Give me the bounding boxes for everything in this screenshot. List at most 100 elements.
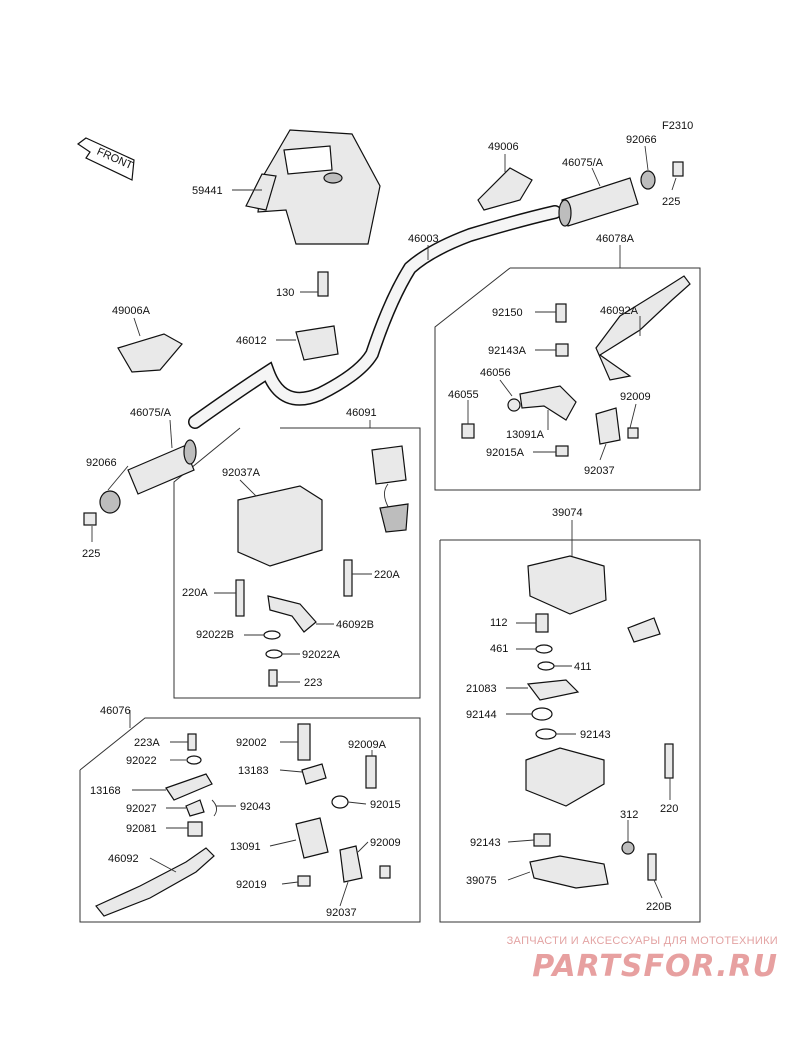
screw-223a [187, 733, 197, 751]
label-225-right: 225 [662, 196, 680, 208]
label-46091: 46091 [346, 407, 377, 419]
label-46075a-right: 46075/A [562, 157, 604, 169]
throttle-cover-39074 [527, 555, 607, 615]
label-46056: 46056 [480, 367, 511, 379]
label-92066-right: 92066 [626, 134, 657, 146]
label-59441: 59441 [192, 185, 223, 197]
label-130: 130 [276, 287, 294, 299]
washer-46055 [507, 398, 521, 412]
lever-bracket-46056 [519, 385, 577, 421]
bolt-92009-lower [379, 865, 391, 879]
spring-92043 [211, 799, 217, 817]
label-46092b: 46092B [336, 619, 374, 631]
watermark-logo: PARTSFOR.RU [532, 949, 778, 984]
label-92019: 92019 [236, 879, 267, 891]
leader-lines [91, 145, 677, 907]
label-13168: 13168 [90, 785, 121, 797]
label-39074: 39074 [552, 507, 583, 519]
label-46003: 46003 [408, 233, 439, 245]
label-223: 223 [304, 677, 322, 689]
label-92022a: 92022A [302, 649, 341, 661]
bar-end-92066-left [99, 490, 121, 514]
label-49006: 49006 [488, 141, 519, 153]
screw-220a-left [235, 579, 245, 617]
label-46092: 46092 [108, 853, 139, 865]
label-92015: 92015 [370, 799, 401, 811]
bolt-225-right [672, 161, 684, 177]
label-92066-left: 92066 [86, 457, 117, 469]
holder-92037-lower [339, 845, 363, 883]
label-411: 411 [574, 661, 592, 673]
clamp-13091 [295, 817, 329, 859]
bracket-13183 [301, 763, 327, 785]
label-46075a-left: 46075/A [130, 407, 172, 419]
label-220a-right: 220A [374, 569, 400, 581]
label-92009-lower: 92009 [370, 837, 401, 849]
clip-92027 [185, 799, 205, 817]
box-46078a [434, 267, 701, 491]
label-46076: 46076 [100, 705, 131, 717]
box-46076 [79, 717, 421, 923]
washer-92022 [186, 755, 202, 765]
label-13183: 13183 [238, 765, 269, 777]
lever-arm-13168 [165, 773, 213, 801]
label-13091a: 13091A [506, 429, 545, 441]
plate-21083 [526, 679, 580, 701]
label-46078a: 46078A [596, 233, 635, 245]
label-46012: 46012 [236, 335, 267, 347]
label-220b: 220B [646, 901, 672, 913]
collar-92143-top [535, 728, 557, 740]
washer-461 [535, 644, 553, 654]
label-92022b: 92022B [196, 629, 234, 641]
nut-92019 [297, 875, 311, 887]
label-13091: 13091 [230, 841, 261, 853]
label-92143a: 92143A [488, 345, 527, 357]
bolt-225-left [83, 512, 97, 526]
bar-end-92066-right [640, 170, 656, 190]
bolt-92009-upper [627, 427, 639, 439]
collar-92143-bottom [533, 833, 551, 847]
lever-46092b [267, 595, 317, 633]
screw-92009a [365, 755, 377, 789]
label-92043: 92043 [240, 801, 271, 813]
label-92022: 92022 [126, 755, 157, 767]
nut-92015a [555, 445, 569, 457]
label-92027: 92027 [126, 803, 157, 815]
screw-223 [268, 669, 278, 687]
screw-220a-right [343, 559, 353, 597]
label-92081: 92081 [126, 823, 157, 835]
label-112: 112 [490, 617, 508, 629]
connector-46091 [371, 445, 407, 485]
bolt-112 [535, 613, 549, 633]
label-92037-lower: 92037 [326, 907, 357, 919]
label-92037-upper: 92037 [584, 465, 615, 477]
label-225-left: 225 [82, 548, 100, 560]
nut-312 [621, 841, 635, 855]
handlebar-cover-59441 [245, 129, 381, 245]
screw-46055 [461, 423, 475, 439]
handlebar-46003 [188, 205, 562, 429]
label-92150: 92150 [492, 307, 523, 319]
label-312: 312 [620, 809, 638, 821]
label-46055: 46055 [448, 389, 479, 401]
label-92002: 92002 [236, 737, 267, 749]
spring-92081 [187, 821, 203, 837]
watermark: ЗАПЧАСТИ И АКСЕССУАРЫ ДЛЯ МОТОТЕХНИКИ PA… [507, 935, 778, 984]
label-92143-top: 92143 [580, 729, 611, 741]
throttle-lever-39075 [529, 855, 609, 889]
grip-part-49006a [117, 333, 183, 373]
label-49006a: 49006A [112, 305, 151, 317]
washer-92022a [265, 649, 283, 659]
washer-92015 [331, 795, 349, 809]
label-39075: 39075 [466, 875, 497, 887]
holder-92037-upper [595, 407, 621, 445]
bolt-92002 [297, 723, 311, 761]
bolt-92150 [555, 303, 567, 323]
label-92037a: 92037A [222, 467, 261, 479]
switch-housing-46091 [237, 485, 323, 567]
label-223a: 223A [134, 737, 160, 749]
label-92144: 92144 [466, 709, 497, 721]
grip-left-46075a [127, 439, 197, 495]
bolt-130 [317, 271, 329, 297]
plug-46091 [379, 503, 409, 533]
